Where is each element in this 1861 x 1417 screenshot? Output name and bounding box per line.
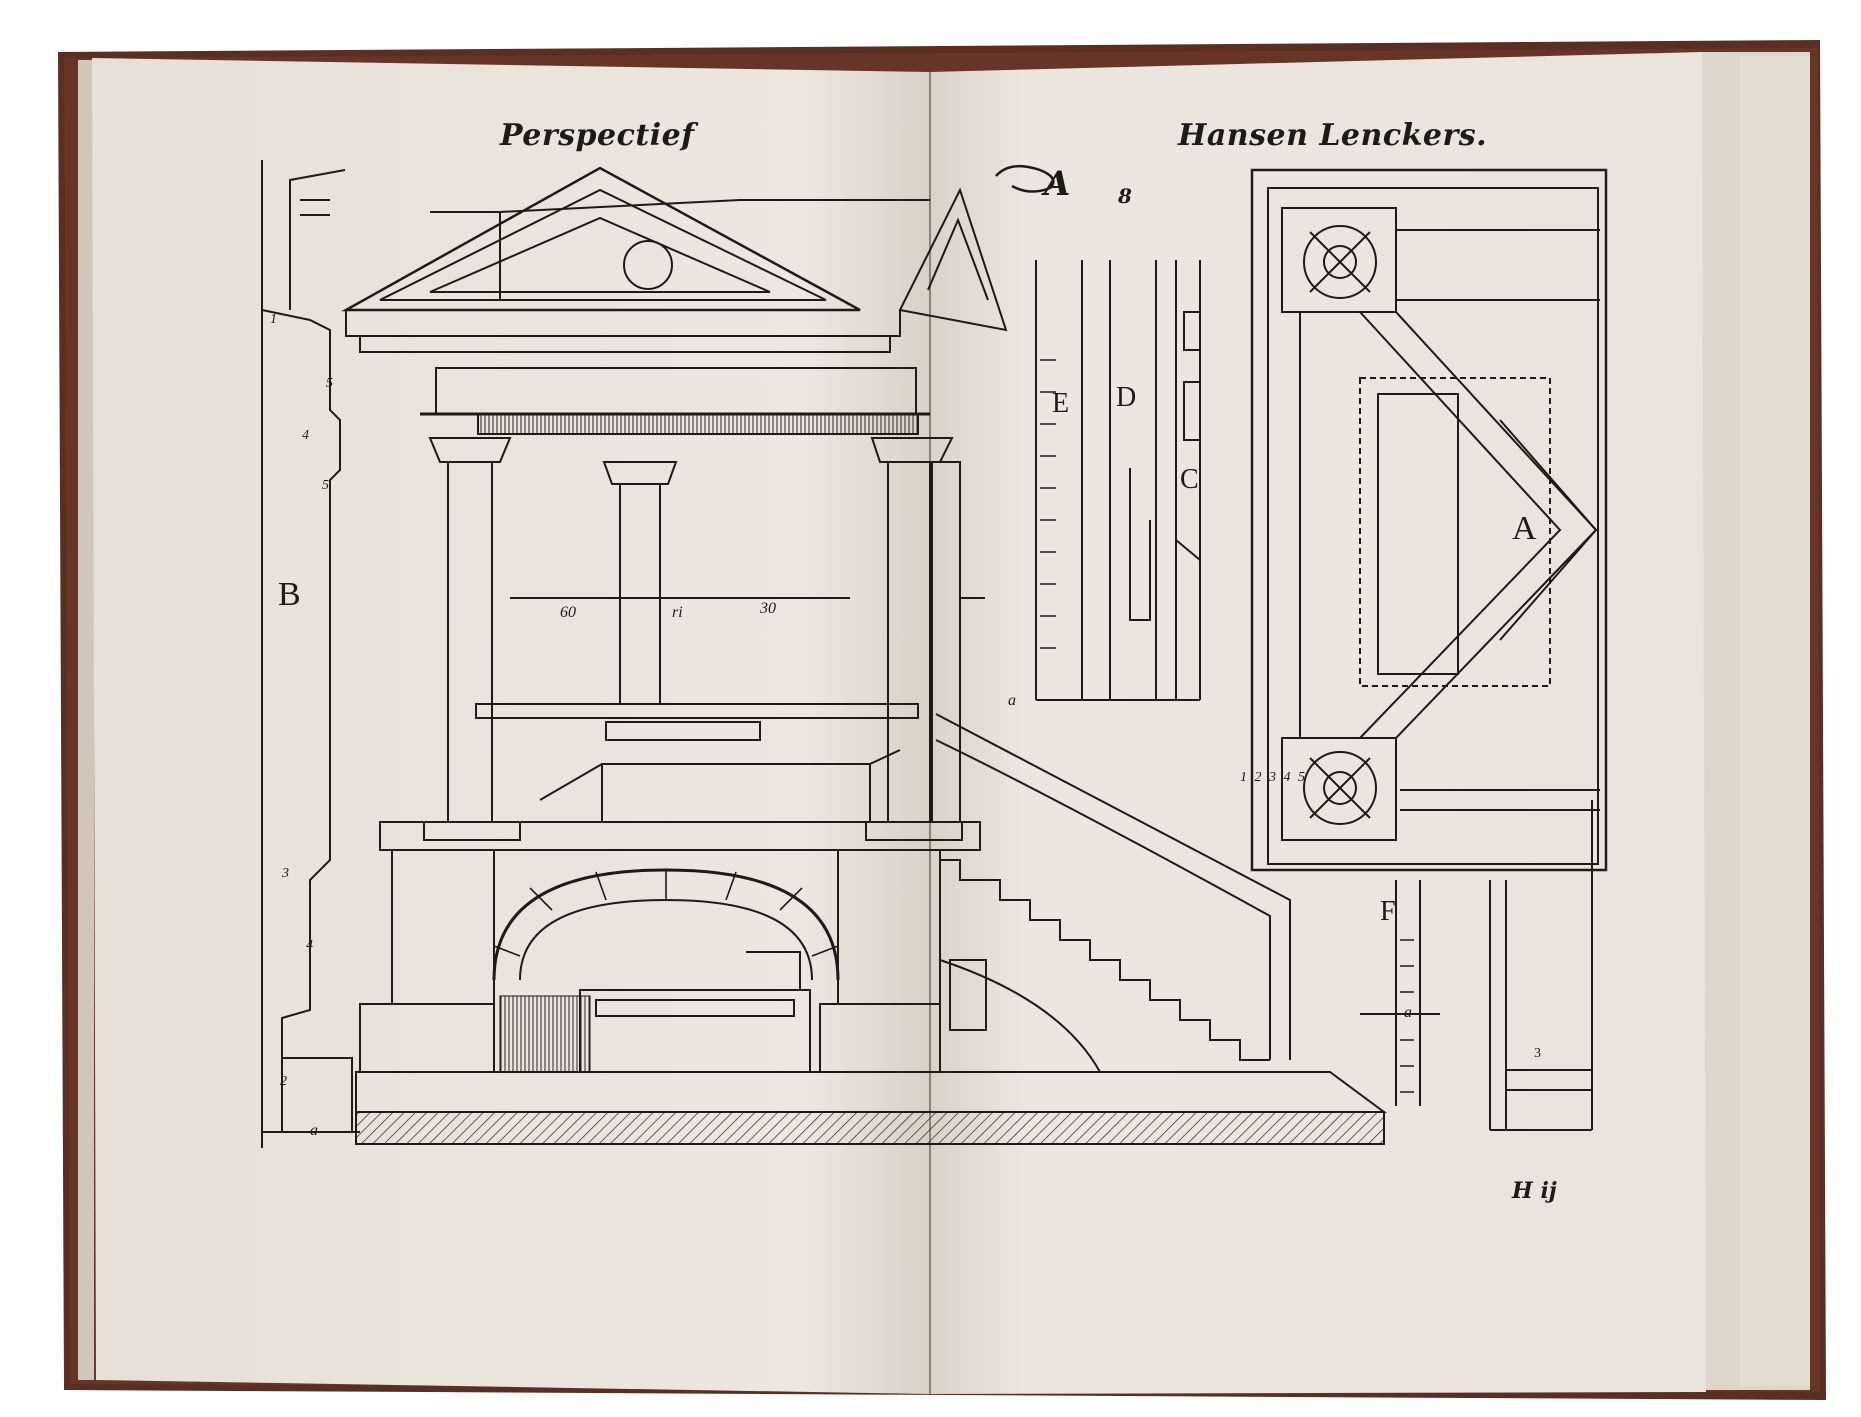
left-page [92, 58, 930, 1394]
woodcut-plate [261, 160, 1608, 1148]
right-running-head: Hansen Lenckers. [1178, 118, 1488, 153]
scale-num-3: 4 [302, 428, 309, 443]
plan-numbers: 1 2 3 4 5 [1240, 770, 1307, 785]
monogram-letter: A [1044, 164, 1071, 204]
monogram-suffix: 8 [1118, 184, 1132, 208]
scale-num-5: 3 [282, 866, 289, 881]
staircase [935, 713, 1291, 1060]
label-e: E [1052, 388, 1070, 419]
scale-a-bottom: a [1404, 1004, 1412, 1021]
scale-a-top: a [1008, 692, 1016, 709]
elevation-scales [1035, 260, 1201, 701]
scale-text-2: ri [672, 604, 683, 621]
label-c: C [1180, 464, 1199, 495]
scale-a-left: a [310, 1122, 318, 1139]
lower-plan [1360, 800, 1593, 1131]
label-d: D [1116, 382, 1137, 413]
scale-num-6: 4 [306, 938, 313, 953]
plan-three: 3 [1534, 1046, 1541, 1061]
label-a: A [1512, 510, 1537, 547]
scale-num-2: 5 [326, 376, 333, 391]
ground-plan [1250, 168, 1608, 872]
signature-mark: H ij [1512, 1178, 1557, 1204]
label-b: B [278, 576, 301, 613]
right-page [930, 52, 1706, 1394]
scale-num-4: 5 [322, 478, 329, 493]
left-running-head: Perspectief [500, 118, 695, 153]
scale-text-1: 60 [560, 604, 576, 621]
scale-text-3: 30 [760, 600, 776, 617]
label-f: F [1380, 896, 1396, 927]
scale-num-7: 2 [280, 1074, 287, 1089]
monogram-flourish [995, 164, 1055, 193]
scale-num-1: 1 [270, 312, 277, 327]
